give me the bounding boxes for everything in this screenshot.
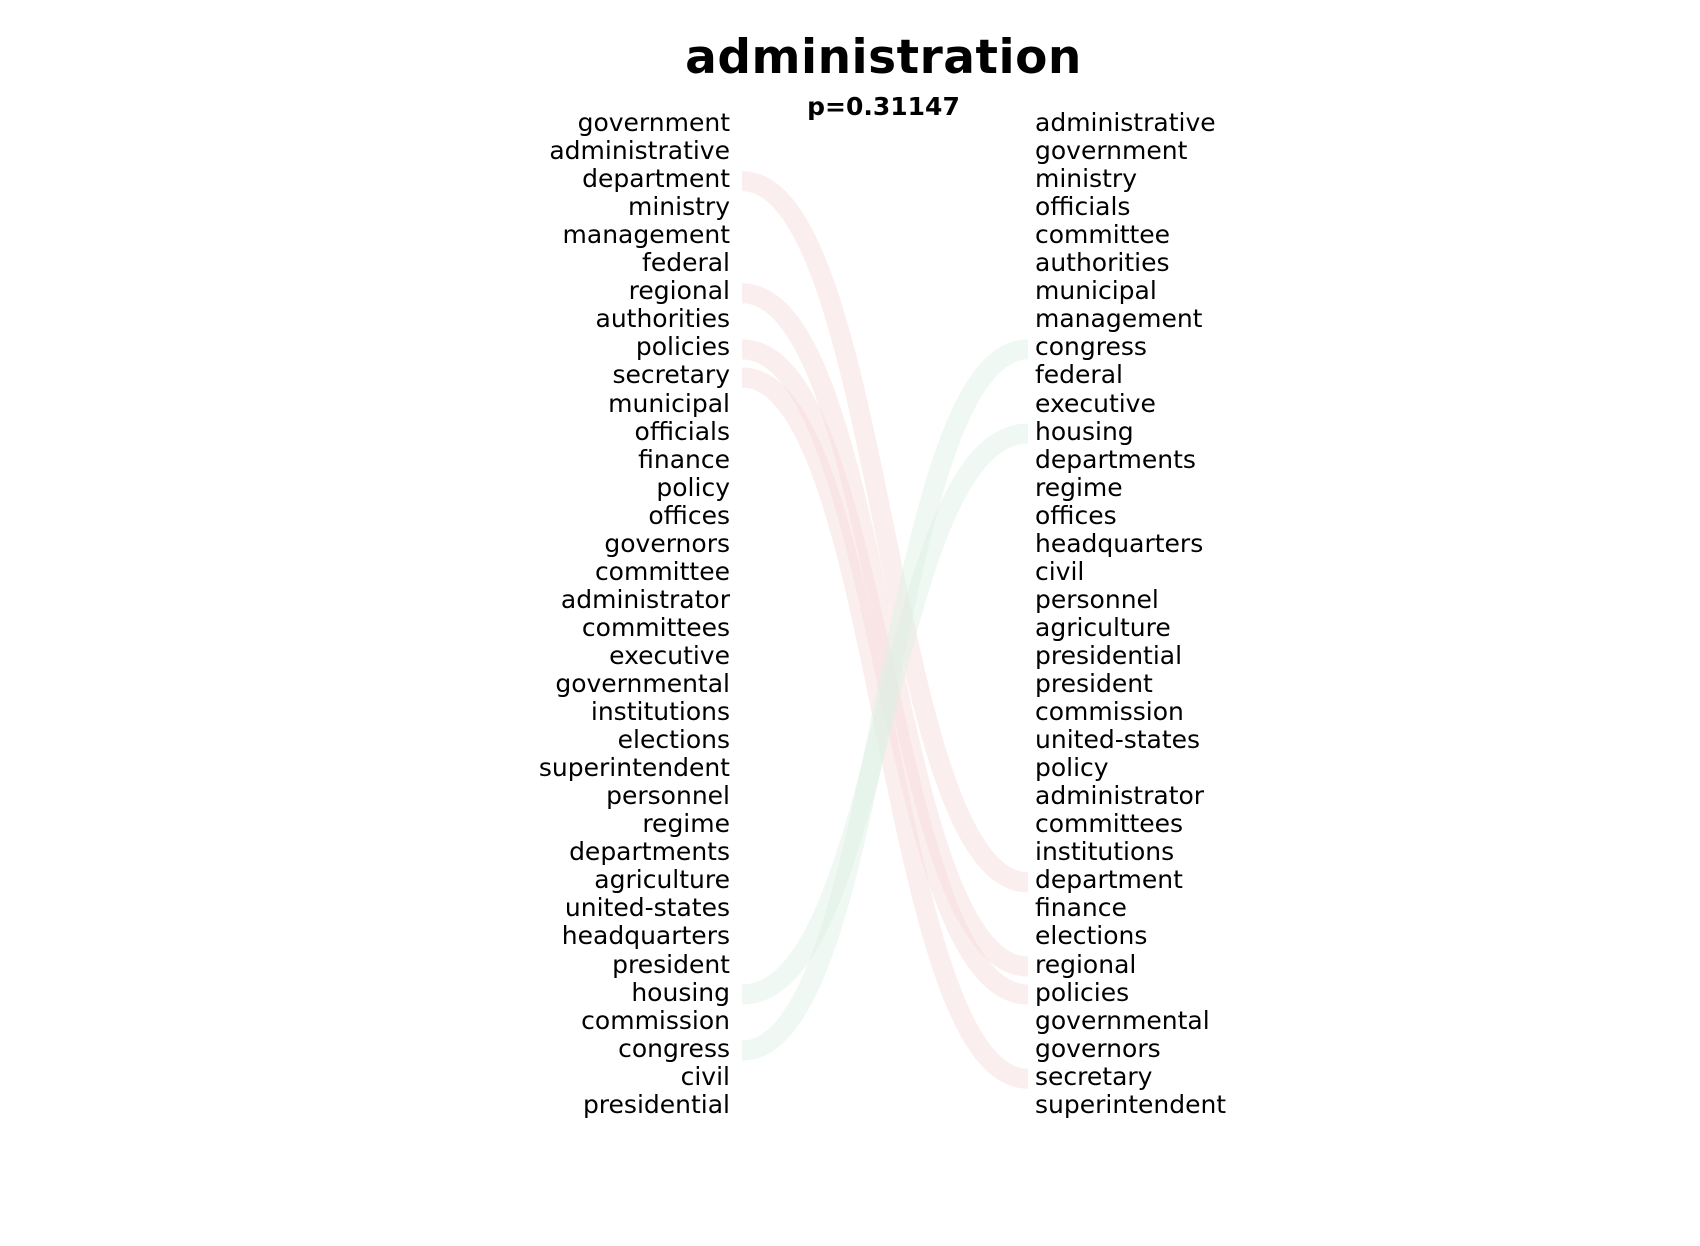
right-word-municipal: municipal (1035, 276, 1157, 306)
left-word-superintendent: superintendent (538, 753, 730, 783)
left-word-elections: elections (617, 725, 730, 755)
left-word-policies: policies (635, 332, 730, 362)
left-word-municipal: municipal (608, 388, 730, 418)
right-word-united-states: united-states (1035, 725, 1201, 755)
right-word-civil: civil (1035, 556, 1085, 586)
right-word-finance: finance (1035, 893, 1127, 923)
right-word-institutions: institutions (1035, 837, 1175, 867)
right-word-policy: policy (1035, 753, 1109, 783)
right-word-executive: executive (1035, 388, 1156, 418)
left-word-housing: housing (631, 977, 730, 1007)
right-word-agriculture: agriculture (1035, 612, 1171, 642)
link-congress (740, 339, 1030, 1061)
right-word-housing: housing (1035, 416, 1134, 446)
right-word-governmental: governmental (1035, 1005, 1210, 1035)
link-housing (741, 423, 1029, 1005)
right-word-administrator: administrator (1035, 781, 1205, 811)
left-word-headquarters: headquarters (561, 921, 730, 951)
left-word-secretary: secretary (612, 360, 730, 390)
left-word-federal: federal (642, 248, 730, 278)
right-word-federal: federal (1035, 360, 1123, 390)
link-secretary (740, 367, 1030, 1089)
left-word-institutions: institutions (590, 697, 730, 727)
right-word-regional: regional (1035, 949, 1137, 979)
right-word-offices: offices (1035, 500, 1117, 530)
p-value-label: p=0.31147 (807, 92, 960, 121)
left-word-united-states: united-states (564, 893, 730, 923)
left-word-government: government (577, 108, 730, 137)
right-word-administrative: administrative (1035, 108, 1216, 137)
left-word-governmental: governmental (555, 669, 730, 698)
right-word-authorities: authorities (1035, 248, 1170, 278)
right-word-elections: elections (1035, 921, 1148, 951)
left-word-offices: offices (648, 500, 730, 530)
left-word-officials: officials (634, 416, 730, 446)
left-word-policy: policy (656, 472, 730, 502)
right-word-secretary: secretary (1035, 1061, 1153, 1091)
right-word-management: management (1035, 304, 1203, 334)
right-word-personnel: personnel (1035, 584, 1159, 614)
left-word-committee: committee (594, 556, 730, 586)
right-word-regime: regime (1035, 472, 1123, 502)
left-word-commission: commission (581, 1005, 730, 1035)
left-word-presidential: presidential (582, 1089, 730, 1119)
left-word-regional: regional (628, 276, 730, 306)
chart-title: administration (685, 30, 1082, 85)
left-word-civil: civil (680, 1061, 730, 1091)
right-word-governors: governors (1035, 1033, 1161, 1063)
left-word-ministry: ministry (628, 192, 730, 222)
left-word-regime: regime (642, 809, 730, 839)
left-word-authorities: authorities (595, 304, 731, 334)
right-word-departments: departments (1035, 444, 1196, 474)
left-word-president: president (612, 949, 730, 979)
right-word-congress: congress (1035, 332, 1147, 362)
left-word-committees: committees (581, 612, 730, 642)
right-word-committees: committees (1035, 809, 1184, 839)
right-word-committee: committee (1035, 220, 1171, 250)
right-word-government: government (1035, 136, 1188, 166)
link-regional (740, 283, 1030, 977)
right-word-policies: policies (1035, 977, 1130, 1007)
right-word-ministry: ministry (1035, 164, 1137, 194)
left-word-executive: executive (609, 640, 730, 670)
link-policies (740, 339, 1030, 1005)
left-word-administrative: administrative (549, 136, 730, 166)
left-word-administrator: administrator (560, 584, 730, 614)
left-word-congress: congress (618, 1033, 730, 1063)
right-word-commission: commission (1035, 697, 1184, 727)
left-word-personnel: personnel (606, 781, 730, 811)
left-word-departments: departments (569, 837, 730, 867)
link-department (740, 171, 1030, 893)
right-word-headquarters: headquarters (1035, 528, 1204, 558)
left-word-management: management (562, 220, 730, 250)
right-word-officials: officials (1035, 192, 1131, 222)
right-word-presidential: presidential (1035, 640, 1183, 670)
left-word-governors: governors (604, 528, 730, 558)
right-word-superintendent: superintendent (1035, 1089, 1227, 1119)
left-word-agriculture: agriculture (594, 865, 730, 895)
left-word-finance: finance (638, 444, 730, 474)
right-word-department: department (1035, 865, 1183, 895)
right-word-president: president (1035, 669, 1153, 698)
left-word-department: department (582, 164, 730, 194)
